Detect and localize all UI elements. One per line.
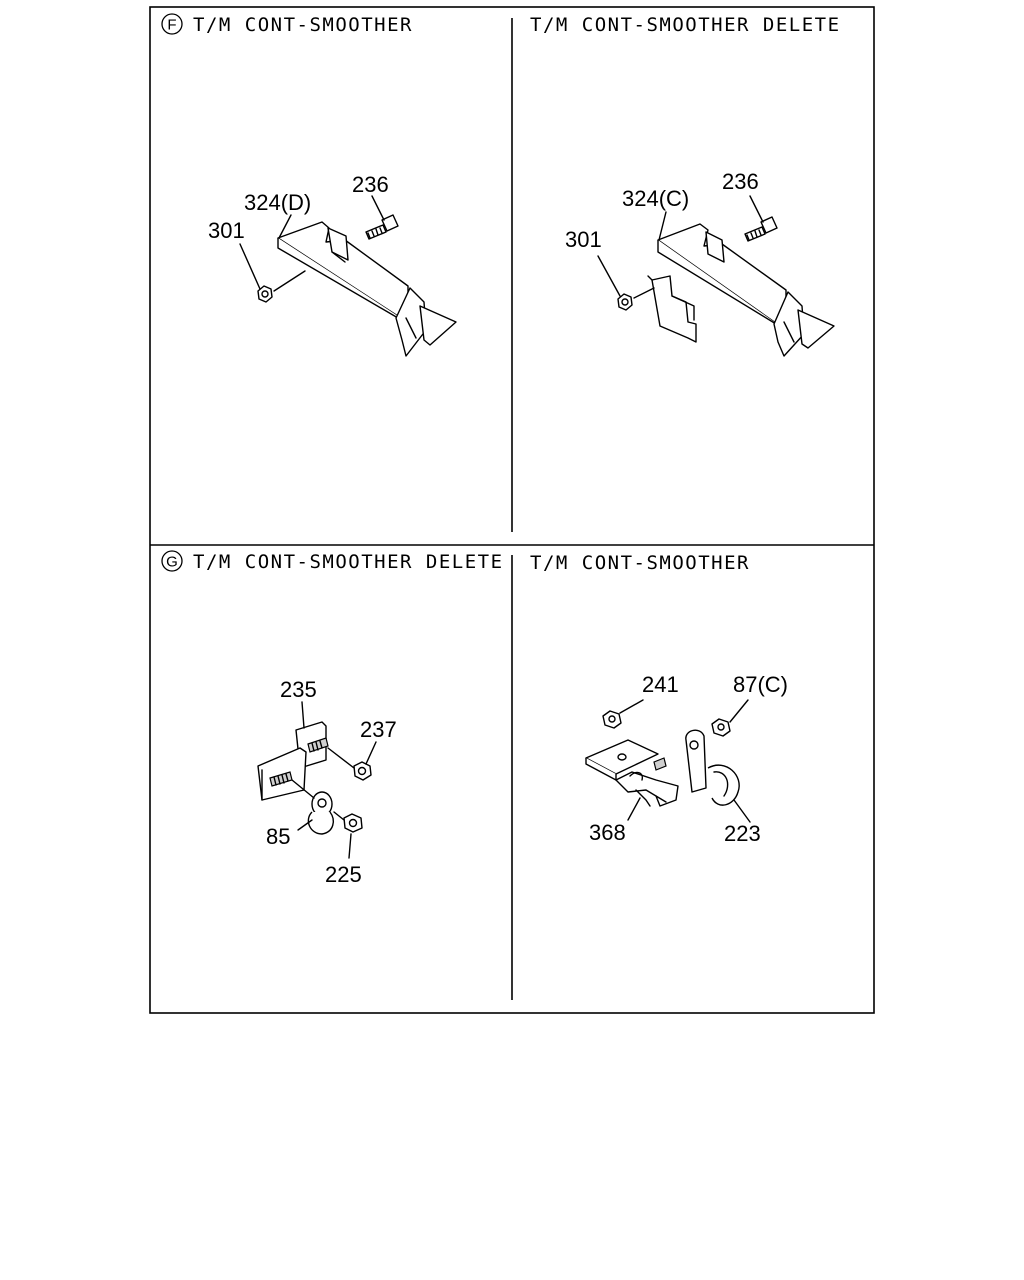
bracket-324d-drawing: [239, 195, 457, 357]
callout-gs-clip: 223: [724, 821, 761, 846]
callout-fd-nut: 301: [565, 227, 602, 252]
panel-g-title: T/M CONT-SMOOTHER DELETE: [193, 551, 504, 573]
diagram-frame: [149, 6, 875, 1014]
bracket-368-drawing: [585, 699, 751, 823]
panel-f-delete-title: T/M CONT-SMOOTHER DELETE: [530, 14, 841, 36]
callout-g-nut-upper: 237: [360, 717, 397, 742]
callout-g-nut-lower: 225: [325, 862, 362, 887]
callout-g-clip: 85: [266, 824, 290, 849]
callout-f-bolt: 236: [352, 172, 389, 197]
callout-f-nut: 301: [208, 218, 245, 243]
panel-g-header: G T/M CONT-SMOOTHER DELETE: [161, 550, 504, 573]
callout-gs-nut-right: 87(C): [733, 672, 788, 697]
panel-f-marker-circle: [161, 13, 183, 35]
panel-f-marker: F: [167, 17, 176, 34]
callout-g-plate: 235: [280, 677, 317, 702]
panel-f-title: T/M CONT-SMOOTHER: [193, 14, 413, 36]
panel-f-header: F T/M CONT-SMOOTHER: [161, 13, 413, 36]
bracket-324c-drawing: [597, 195, 835, 357]
callout-fd-bracket: 324(C): [622, 186, 689, 211]
panel-g-smoother-title: T/M CONT-SMOOTHER: [530, 552, 750, 574]
callout-f-bracket: 324(D): [244, 190, 311, 215]
callout-gs-bracket: 368: [589, 820, 626, 845]
plate-235-drawing: [257, 701, 377, 859]
panel-g-marker-circle: [161, 550, 183, 572]
callout-fd-bolt: 236: [722, 169, 759, 194]
callout-gs-nut: 241: [642, 672, 679, 697]
panel-g-marker: G: [166, 554, 178, 571]
